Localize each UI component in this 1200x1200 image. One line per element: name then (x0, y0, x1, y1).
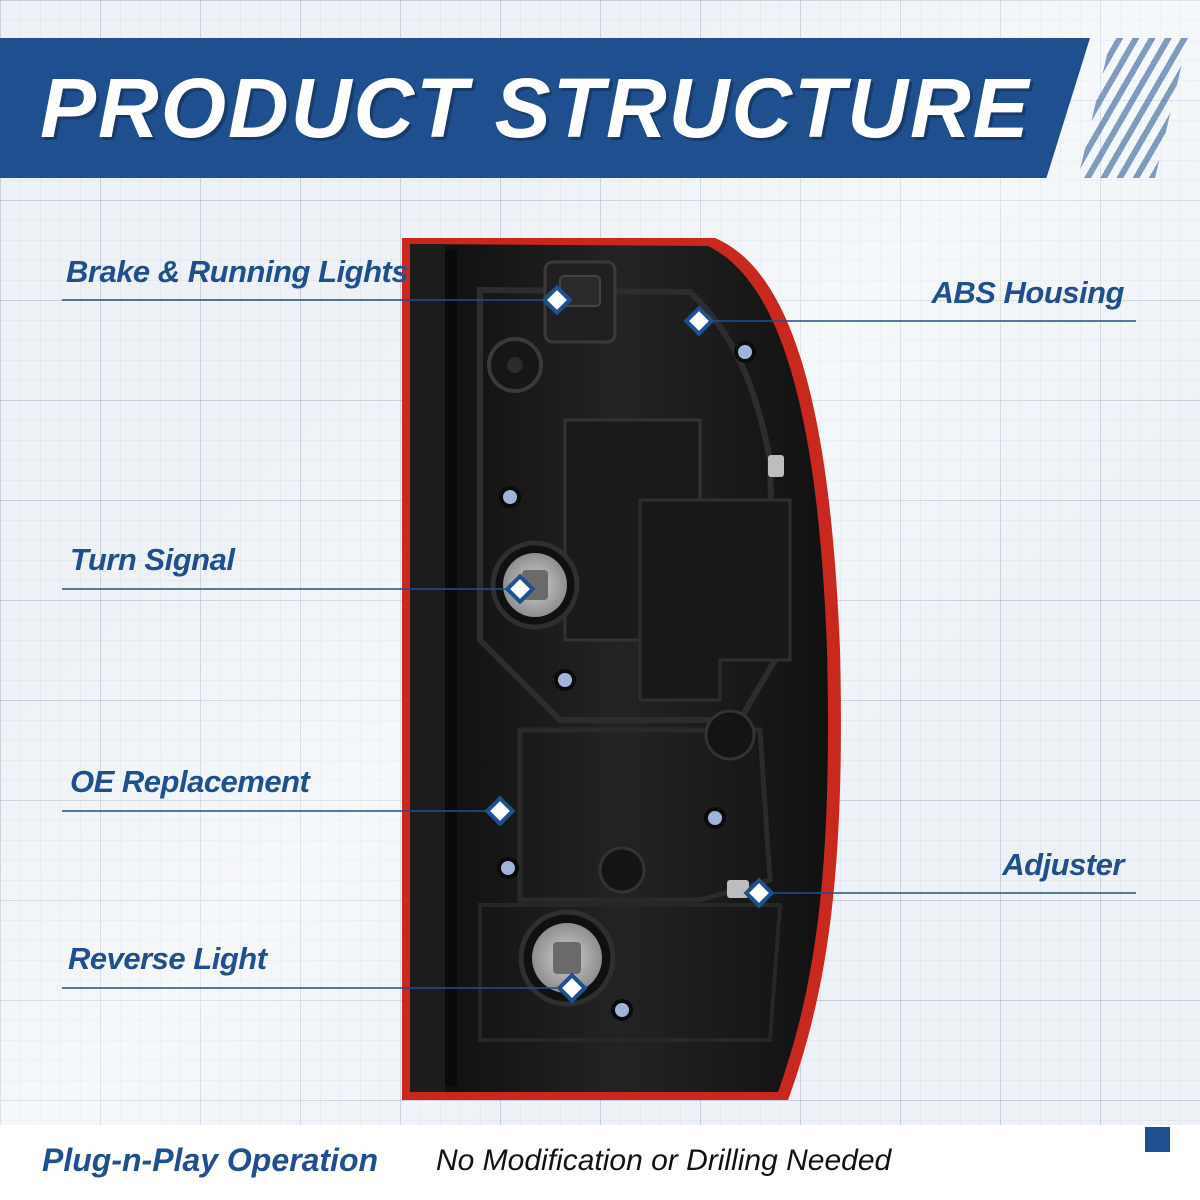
page-title: PRODUCT STRUCTURE (40, 61, 1031, 155)
tail-light-illustration (62, 238, 1136, 1100)
label-brake-running-lights: Brake & Running Lights (66, 254, 409, 289)
brake-marker (541, 284, 573, 316)
round-cap (598, 846, 646, 894)
oe-marker (484, 795, 516, 827)
footer-bar (0, 1125, 1200, 1200)
label-oe-replacement: OE Replacement (70, 764, 310, 799)
footer-accent-square (1145, 1127, 1170, 1152)
adjuster-stud (727, 880, 749, 898)
title-banner (0, 38, 1090, 178)
label-reverse-light: Reverse Light (68, 941, 267, 976)
label-abs-housing: ABS Housing (931, 275, 1124, 310)
abs-marker (683, 305, 715, 337)
housing-flange (410, 244, 445, 1092)
turn-marker (504, 573, 536, 605)
housing-body (410, 244, 828, 1092)
label-turn-signal: Turn Signal (70, 542, 235, 577)
callout-markers (484, 284, 775, 1004)
label-adjuster: Adjuster (1002, 847, 1124, 882)
footer-description: No Modification or Drilling Needed (436, 1144, 892, 1177)
reverse-marker (556, 972, 588, 1004)
round-cap (704, 709, 756, 761)
footer-feature: Plug-n-Play Operation (42, 1142, 379, 1178)
callout-lines (62, 299, 1136, 989)
mounting-screws (497, 341, 756, 1021)
adjuster-marker (743, 877, 775, 909)
